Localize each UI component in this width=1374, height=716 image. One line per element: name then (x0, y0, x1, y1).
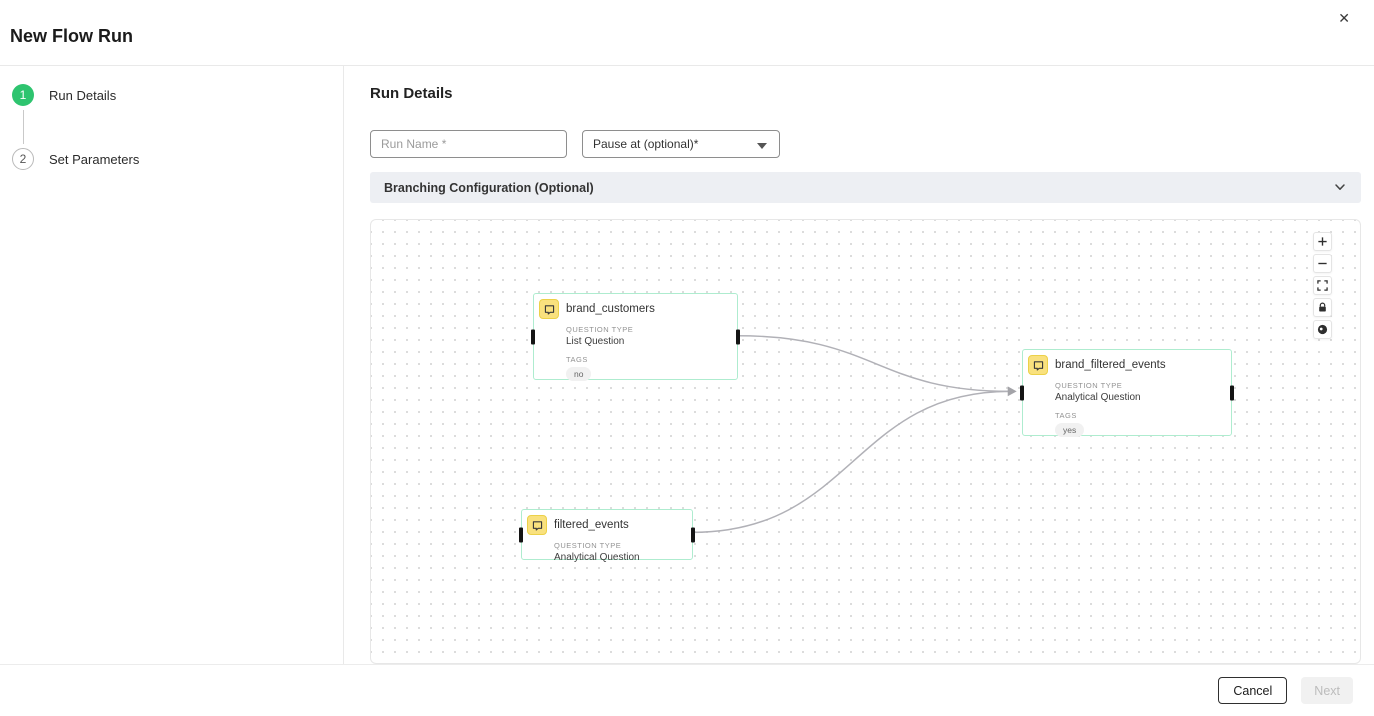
question-bubble-icon (527, 515, 547, 535)
run-name-input[interactable] (370, 130, 567, 158)
question-type-label: QUESTION TYPE (566, 325, 634, 334)
page-title: Run Details (370, 85, 453, 102)
fit-view-button[interactable] (1313, 276, 1332, 295)
accordion-label: Branching Configuration (Optional) (384, 180, 594, 195)
focus-icon (1317, 324, 1328, 335)
node-input-handle[interactable] (531, 329, 535, 344)
tag-pill: yes (1055, 423, 1085, 437)
edge-brand-customers-to-brand-filtered-events (737, 334, 1010, 393)
node-output-handle[interactable] (691, 527, 695, 542)
question-type-value: Analytical Question (554, 552, 640, 563)
node-input-handle[interactable] (1020, 385, 1024, 400)
flow-node-brand-customers[interactable]: brand_customers QUESTION TYPE List Quest… (531, 293, 740, 381)
focus-button[interactable] (1313, 320, 1332, 339)
stepper-connector-line (23, 110, 24, 144)
close-icon[interactable]: ✕ (1338, 10, 1350, 26)
tags-label: TAGS (566, 355, 588, 364)
step-number-badge: 1 (12, 84, 34, 106)
node-input-handle[interactable] (519, 527, 523, 542)
step-number-badge: 2 (12, 148, 34, 170)
modal-body: 1 Run Details 2 Set Parameters Run Detai… (0, 66, 1374, 665)
tags-label: TAGS (1055, 411, 1077, 420)
modal-title: New Flow Run (10, 26, 133, 46)
plus-icon (1318, 237, 1327, 246)
node-output-handle[interactable] (736, 329, 740, 344)
node-title: brand_customers (566, 303, 655, 315)
zoom-out-button[interactable] (1313, 254, 1332, 273)
canvas-controls (1313, 232, 1332, 339)
question-bubble-icon (539, 299, 559, 319)
minus-icon (1318, 262, 1327, 265)
pause-at-select[interactable]: Pause at (optional)* (582, 130, 780, 158)
chevron-down-icon (1333, 180, 1347, 199)
zoom-in-button[interactable] (1313, 232, 1332, 251)
modal-footer: Cancel Next (0, 665, 1374, 716)
run-details-form: Pause at (optional)* (370, 130, 780, 158)
edge-arrowhead-icon (1007, 386, 1017, 397)
stepper-step-run-details[interactable]: 1 Run Details (12, 84, 116, 106)
fit-view-icon (1317, 280, 1328, 291)
node-title: filtered_events (554, 519, 629, 531)
node-title: brand_filtered_events (1055, 359, 1166, 371)
caret-down-icon (757, 143, 767, 149)
flow-node-brand-filtered-events[interactable]: brand_filtered_events QUESTION TYPE Anal… (1020, 349, 1234, 437)
step-label: Run Details (49, 87, 117, 103)
pause-at-label: Pause at (optional)* (593, 137, 699, 151)
run-details-panel: Run Details Pause at (optional)* Branchi… (344, 66, 1374, 664)
flow-node-filtered-events[interactable]: filtered_events QUESTION TYPE Analytical… (519, 509, 695, 563)
edge-filtered-events-to-brand-filtered-events (692, 390, 1010, 534)
question-type-label: QUESTION TYPE (554, 541, 622, 550)
question-type-label: QUESTION TYPE (1055, 381, 1123, 390)
question-type-value: List Question (566, 336, 625, 347)
cancel-button[interactable]: Cancel (1218, 677, 1288, 704)
lock-button[interactable] (1313, 298, 1332, 317)
next-button[interactable]: Next (1301, 677, 1353, 704)
lock-icon (1319, 302, 1326, 312)
step-label: Set Parameters (49, 151, 140, 167)
node-output-handle[interactable] (1230, 385, 1234, 400)
tag-pill: no (566, 367, 592, 381)
question-bubble-icon (1028, 355, 1048, 375)
flow-canvas[interactable]: brand_customers QUESTION TYPE List Quest… (370, 219, 1361, 664)
stepper-sidebar: 1 Run Details 2 Set Parameters (0, 66, 344, 664)
stepper-step-set-parameters[interactable]: 2 Set Parameters (12, 148, 139, 170)
modal-header: New Flow Run ✕ (0, 0, 1374, 66)
branching-configuration-accordion[interactable]: Branching Configuration (Optional) (370, 172, 1361, 203)
question-type-value: Analytical Question (1055, 392, 1141, 403)
